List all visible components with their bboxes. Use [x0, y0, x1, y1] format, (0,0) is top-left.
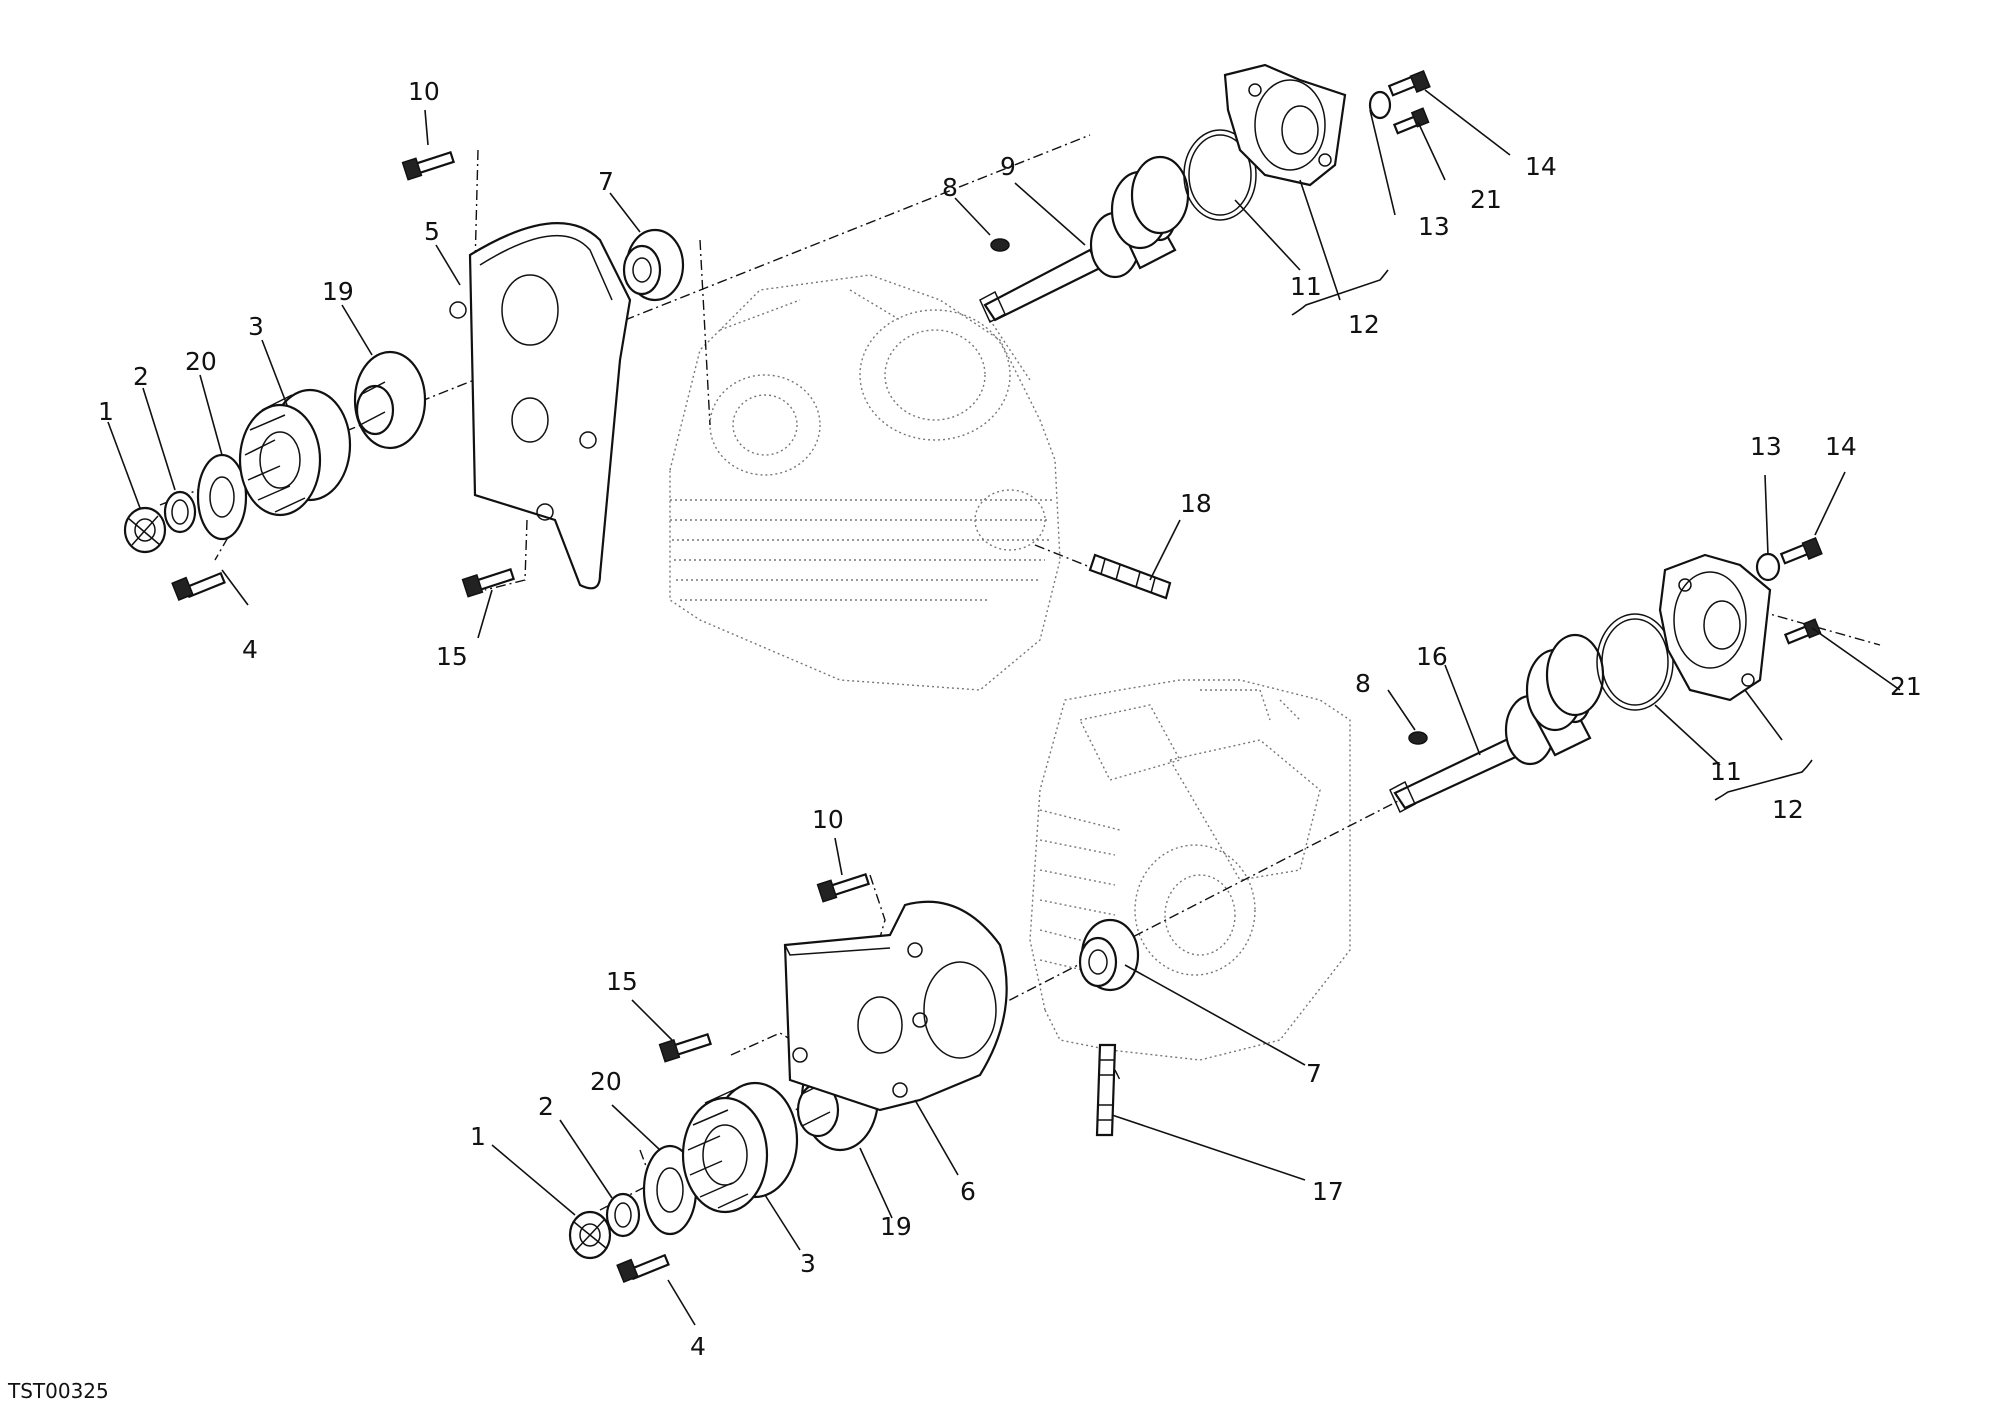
callout-top-3: 3	[248, 312, 264, 341]
leader-lines-bottom	[491, 471, 1901, 1326]
callout-top-13: 13	[1418, 212, 1450, 241]
callout-top-4: 4	[242, 635, 258, 664]
callout-bottom-15: 15	[606, 967, 638, 996]
bracket-12-bottom	[1714, 759, 1813, 801]
callout-bottom-8: 8	[1355, 669, 1371, 698]
part-16-shaft-bottom	[1389, 633, 1605, 814]
callout-bottom-21: 21	[1890, 672, 1922, 701]
callout-top-7: 7	[598, 167, 614, 196]
part-4-bolt-top	[171, 571, 226, 601]
part-1-nut-top	[123, 506, 167, 554]
callout-top-14: 14	[1525, 152, 1557, 181]
part-15-bolt-top	[461, 567, 516, 598]
callout-top-9: 9	[1000, 152, 1016, 181]
part-4-bolt-bottom	[616, 1253, 670, 1283]
callout-bottom-19: 19	[880, 1212, 912, 1241]
callout-bottom-12: 12	[1772, 795, 1804, 824]
bracket-12-top	[1291, 269, 1389, 316]
part-21-bolt-bottom	[1783, 618, 1822, 645]
part-10-bolt-top	[401, 150, 456, 181]
callout-top-11: 11	[1290, 272, 1322, 301]
diagram-code-label: TST00325	[7, 1379, 109, 1403]
part-12-cover-top	[1223, 63, 1347, 187]
cylinder-head-top-ghost	[669, 274, 1061, 691]
part-2-washer-top	[163, 490, 197, 534]
callout-top-1: 1	[98, 397, 114, 426]
callout-bottom-7: 7	[1306, 1059, 1322, 1088]
part-10-bolt-bottom	[816, 872, 871, 903]
part-3-pulley-top	[238, 388, 352, 517]
part-13-washer-bottom	[1755, 552, 1781, 582]
part-6-belt-cover-bottom	[783, 900, 1008, 1112]
part-7-seal-top	[622, 228, 685, 302]
callout-bottom-1: 1	[470, 1122, 486, 1151]
callout-top-21: 21	[1470, 185, 1502, 214]
callout-bottom-10: 10	[812, 805, 844, 834]
part-13-washer-top	[1368, 90, 1392, 120]
callout-top-19: 19	[322, 277, 354, 306]
callout-top-12: 12	[1348, 310, 1380, 339]
callout-bottom-3: 3	[800, 1249, 816, 1278]
part-14-bolt-top	[1387, 69, 1431, 97]
part-15-bolt-bottom	[658, 1032, 713, 1063]
part-14-bolt-bottom	[1779, 536, 1823, 565]
callout-bottom-16: 16	[1416, 642, 1448, 671]
callout-top-20: 20	[185, 347, 217, 376]
callout-bottom-14: 14	[1825, 432, 1857, 461]
part-5-belt-cover-top	[449, 222, 632, 590]
callout-bottom-17: 17	[1312, 1177, 1344, 1206]
callout-bottom-13: 13	[1750, 432, 1782, 461]
part-3-pulley-bottom	[681, 1081, 799, 1214]
callout-bottom-2: 2	[538, 1092, 554, 1121]
leader-lines-top	[107, 89, 1511, 639]
callout-top-8: 8	[942, 173, 958, 202]
part-8-key-top	[990, 238, 1010, 252]
callout-top-2: 2	[133, 362, 149, 391]
part-20-plate-top	[196, 453, 248, 541]
callout-bottom-6: 6	[960, 1177, 976, 1206]
part-8-key-bottom	[1408, 731, 1428, 745]
callout-top-5: 5	[424, 217, 440, 246]
callout-top-10: 10	[408, 77, 440, 106]
callout-top-18: 18	[1180, 489, 1212, 518]
part-9-shaft-top	[979, 155, 1190, 324]
part-2-washer-bottom	[605, 1192, 641, 1238]
part-12-cover-bottom	[1658, 553, 1772, 702]
part-21-bolt-top	[1392, 107, 1430, 135]
part-1-nut-bottom	[568, 1210, 612, 1260]
part-18-stud-top	[1088, 553, 1172, 600]
part-19-hub-top	[353, 350, 427, 450]
part-7-seal-bottom	[1078, 918, 1140, 992]
callout-top-15: 15	[436, 642, 468, 671]
part-11-oring-top	[1183, 129, 1257, 221]
part-11-oring-bottom	[1596, 613, 1674, 711]
cylinder-head-bottom-ghost	[1029, 679, 1351, 1061]
callout-bottom-20: 20	[590, 1067, 622, 1096]
callout-bottom-4: 4	[690, 1332, 706, 1361]
part-17-stud-bottom	[1095, 1043, 1117, 1137]
callout-bottom-11: 11	[1710, 757, 1742, 786]
